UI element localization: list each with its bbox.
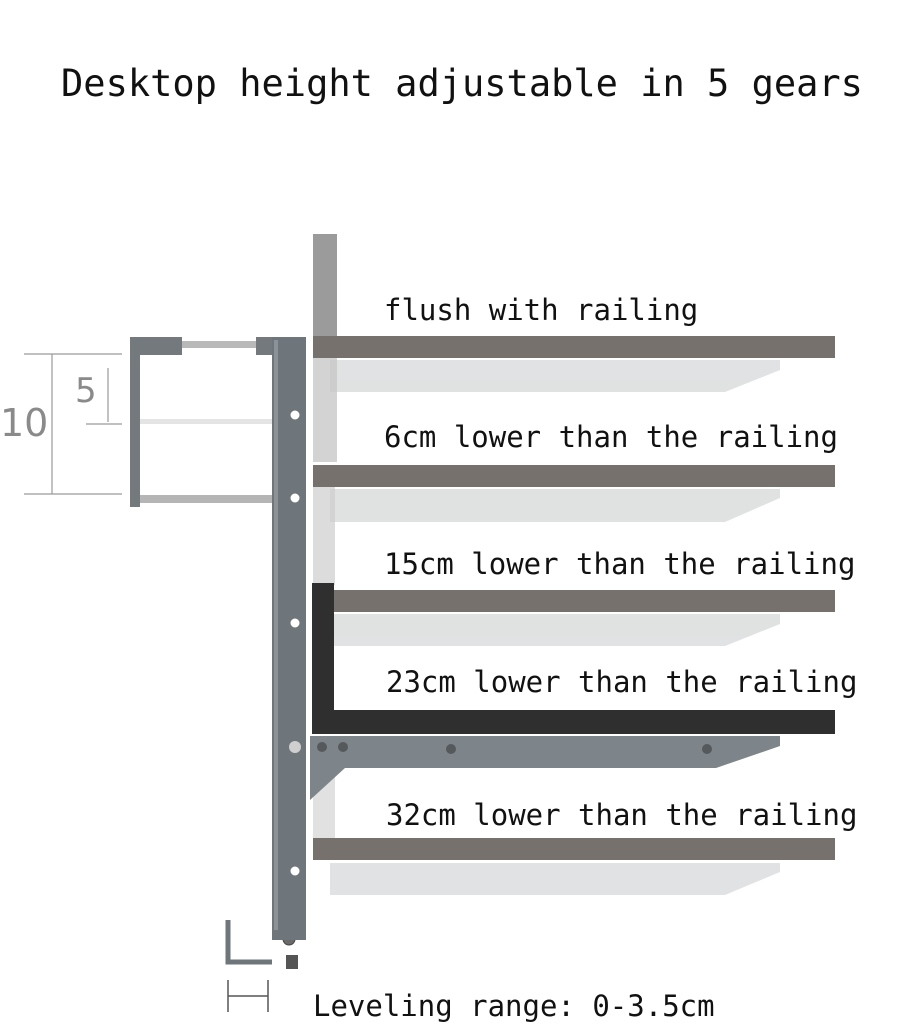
frame-highlight bbox=[274, 340, 278, 930]
gear-label-2: 6cm lower than the railing bbox=[384, 420, 838, 454]
hook-bottom-rail bbox=[140, 495, 272, 503]
highlighted-gear bbox=[310, 583, 835, 800]
frame-hole-5 bbox=[290, 866, 300, 876]
shelves bbox=[313, 336, 835, 860]
frame-hole-2 bbox=[290, 493, 300, 503]
railing-dimensions bbox=[24, 353, 122, 495]
main-frame bbox=[272, 337, 306, 969]
diagram-title: Desktop height adjustable in 5 gears bbox=[61, 62, 863, 105]
shelf-gear-3 bbox=[313, 590, 835, 612]
shelf-gear-2 bbox=[313, 465, 835, 487]
hook-mid-rail bbox=[140, 419, 272, 424]
gear-labels: flush with railing 6cm lower than the ra… bbox=[384, 293, 857, 832]
gear-label-5: 32cm lower than the railing bbox=[386, 798, 857, 832]
highlighted-bracket bbox=[310, 736, 780, 800]
frame-foot bbox=[272, 932, 306, 940]
hook-outer-arm bbox=[130, 337, 140, 507]
shelf-gear-1 bbox=[313, 336, 835, 358]
bracket-ghost-5 bbox=[330, 863, 780, 895]
hook-top-cap bbox=[130, 337, 182, 355]
post-ghost-top bbox=[313, 234, 337, 344]
dim-outer-value: 10 bbox=[0, 401, 48, 445]
post-ghost-3 bbox=[313, 485, 335, 585]
highlighted-post bbox=[312, 583, 334, 731]
shelf-gear-4 bbox=[312, 710, 835, 734]
bracket-screws bbox=[317, 742, 712, 754]
dim-inner-value: 5 bbox=[75, 371, 97, 411]
gear-label-1: flush with railing bbox=[384, 293, 698, 327]
bottom-j-hook bbox=[225, 920, 272, 965]
gear-label-3: 15cm lower than the railing bbox=[384, 547, 855, 581]
bracket-ghost-3 bbox=[330, 614, 780, 646]
post-ghost-2 bbox=[313, 344, 337, 462]
leveling-dimension bbox=[227, 980, 269, 1012]
gear-label-4: 23cm lower than the railing bbox=[386, 665, 857, 699]
shelf-gear-5 bbox=[313, 838, 835, 860]
frame-hole-3 bbox=[290, 618, 300, 628]
bracket-ghost-2 bbox=[330, 489, 780, 522]
frame-hole-1 bbox=[290, 410, 300, 420]
leveling-foot bbox=[286, 955, 298, 969]
railing-hook bbox=[130, 337, 276, 507]
hook-top-rail bbox=[182, 341, 258, 348]
hook-top-joint bbox=[256, 337, 276, 355]
leveling-range-label: Leveling range: 0-3.5cm bbox=[313, 989, 715, 1023]
frame-bolt bbox=[289, 741, 301, 753]
bracket-ghost-1 bbox=[330, 360, 780, 392]
bracket-ghosts bbox=[330, 360, 780, 895]
